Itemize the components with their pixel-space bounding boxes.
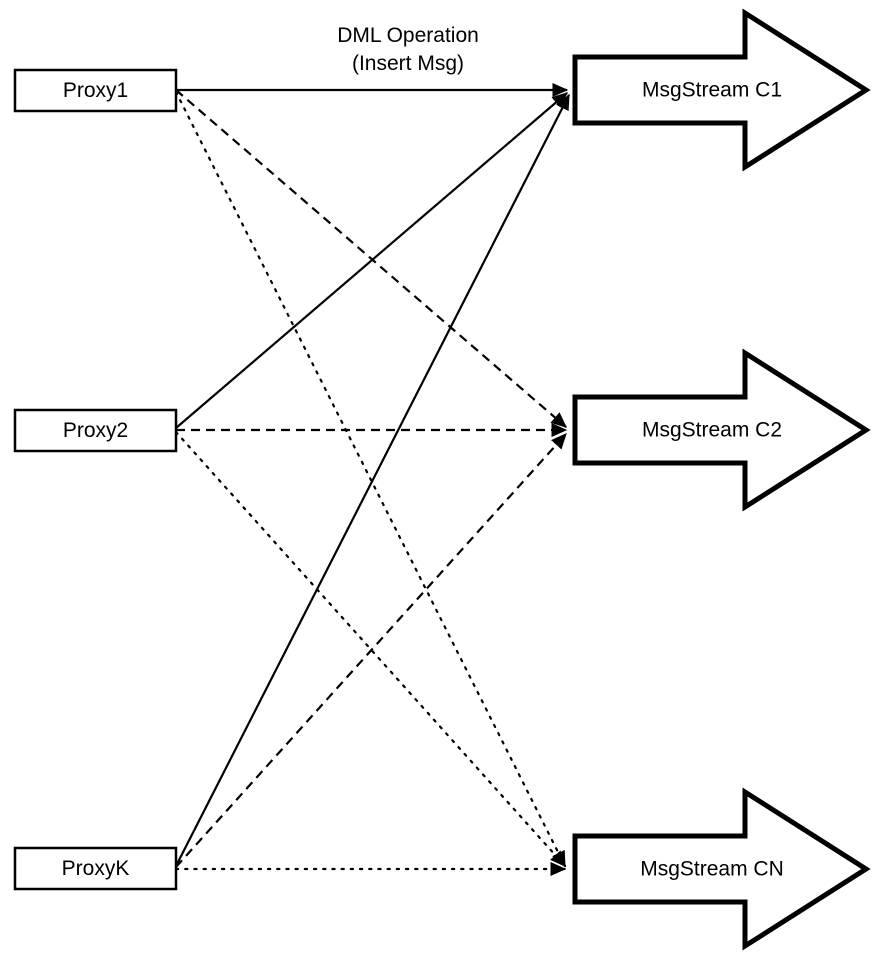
dml-operation-label-line1: DML Operation	[337, 24, 479, 47]
proxy-box-rect[interactable]	[13, 68, 178, 113]
stream-node-c2[interactable]: MsgStream C2	[572, 348, 871, 512]
link-proxyk-stream-c1[interactable]	[175, 93, 570, 867]
proxy-node-proxy1[interactable]: Proxy1	[13, 68, 178, 113]
block-arrow-icon[interactable]	[572, 8, 871, 172]
proxy-nodes-layer: Proxy1 Proxy2 ProxyK	[13, 68, 178, 891]
proxy-node-proxyk[interactable]: ProxyK	[13, 846, 178, 891]
proxy-box-rect[interactable]	[13, 408, 178, 453]
proxy-label: Proxy2	[63, 419, 128, 442]
stream-label: MsgStream C1	[642, 79, 782, 102]
stream-nodes-layer: MsgStream C1 MsgStream C2 MsgStream CN	[572, 8, 871, 951]
block-arrow-icon[interactable]	[572, 348, 871, 512]
link-proxyk-stream-c2[interactable]	[175, 433, 567, 868]
proxy-label: ProxyK	[62, 857, 130, 880]
link-proxy2-stream-cn[interactable]	[174, 430, 567, 868]
link-proxy2-stream-c1[interactable]	[175, 92, 568, 429]
link-proxy1-stream-c2[interactable]	[175, 89, 567, 428]
links-layer	[174, 83, 570, 876]
link-proxy1-stream-cn[interactable]	[174, 90, 567, 868]
stream-node-c1[interactable]: MsgStream C1	[572, 8, 871, 172]
dml-operation-label-line2: (Insert Msg)	[352, 52, 464, 75]
proxy-node-proxy2[interactable]: Proxy2	[13, 408, 178, 453]
stream-node-cn[interactable]: MsgStream CN	[572, 787, 871, 951]
stream-label: MsgStream C2	[642, 419, 782, 442]
proxy-label: Proxy1	[63, 79, 128, 102]
dml-operation-label: DML Operation (Insert Msg)	[337, 24, 479, 75]
block-arrow-icon[interactable]	[572, 787, 871, 951]
stream-label: MsgStream CN	[640, 858, 784, 881]
proxy-box-rect[interactable]	[13, 846, 178, 891]
